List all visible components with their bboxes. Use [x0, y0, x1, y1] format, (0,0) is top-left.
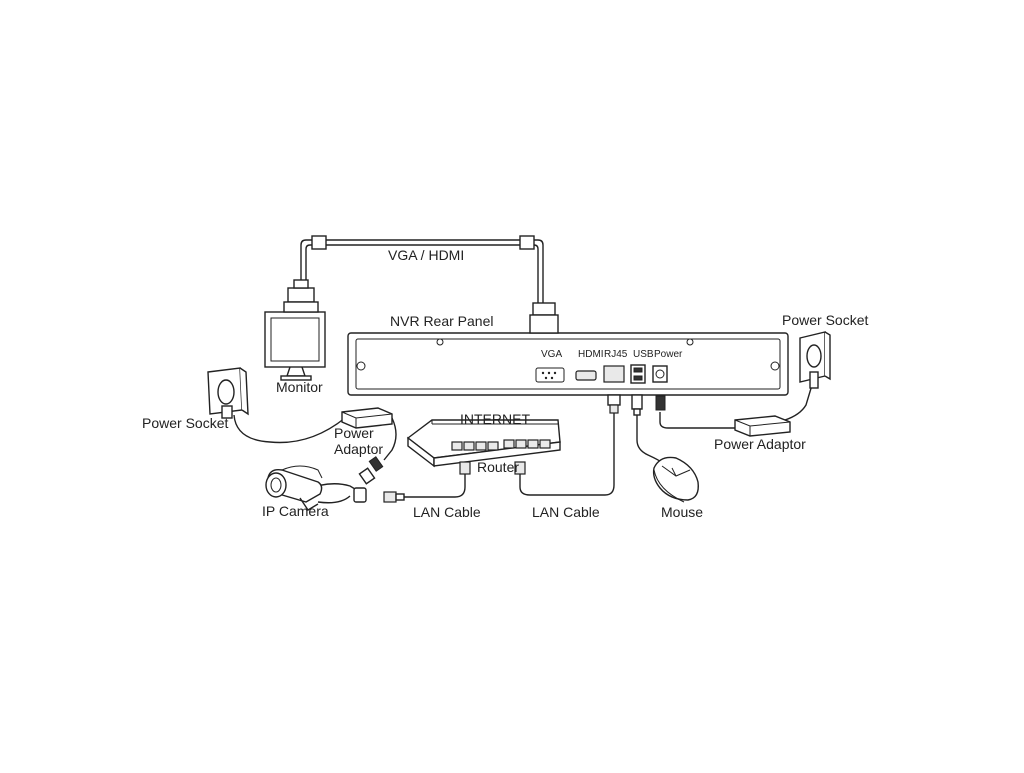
router: [406, 419, 561, 468]
mouse-label: Mouse: [661, 504, 703, 520]
ip-camera-label: IP Camera: [262, 503, 329, 519]
router-ports: [451, 439, 551, 451]
router-label: Router: [477, 459, 519, 475]
monitor: [264, 279, 326, 381]
power-adaptor-left: [341, 407, 393, 429]
lan-cable-2-line: [519, 410, 615, 496]
internet-label: INTERNET: [460, 411, 530, 427]
power-plug: [655, 395, 666, 411]
vga-hdmi-cable: [300, 235, 544, 305]
power-adaptor-right-label: Power Adaptor: [714, 436, 806, 452]
power-port: [652, 365, 668, 383]
lan-cable-2-label: LAN Cable: [532, 504, 600, 520]
router-lan-plug-2: [514, 461, 526, 475]
rj45-plug: [607, 394, 621, 414]
hdmi-port: [575, 370, 597, 381]
power-cable-left: [233, 414, 346, 444]
lan-cable-1-label: LAN Cable: [413, 504, 481, 520]
port-label-hdmi: HDMI: [578, 349, 604, 360]
rj45-port: [603, 365, 625, 383]
router-lan-plug-1: [459, 461, 471, 475]
power-adaptor-left-label-line1: Power: [334, 425, 374, 441]
lan-cable-1-line: [404, 472, 466, 498]
power-socket-left-label: Power Socket: [142, 415, 228, 431]
power-socket-right-label: Power Socket: [782, 312, 868, 328]
ip-camera: [265, 465, 323, 511]
port-label-power: Power: [654, 349, 683, 360]
nvr-unit: [347, 302, 789, 396]
vga-port: [535, 367, 565, 383]
power-cable-right: [659, 412, 735, 429]
camera-connector: [353, 456, 405, 503]
usb-ports: [630, 364, 646, 384]
vga-hdmi-label: VGA / HDMI: [388, 247, 464, 263]
power-adaptor-left-label: Power Adaptor: [334, 425, 383, 457]
port-label-rj45: RJ45: [604, 349, 628, 360]
usb-plug: [631, 394, 643, 416]
power-adaptor-right: [734, 415, 791, 437]
power-adaptor-left-label-line2: Adaptor: [334, 441, 383, 457]
power-socket-left: [207, 367, 249, 419]
adaptor-output-cable: [383, 417, 397, 461]
port-label-usb: USB: [633, 349, 654, 360]
power-socket-right: [799, 331, 831, 389]
monitor-label: Monitor: [276, 379, 323, 395]
port-label-vga: VGA: [541, 349, 562, 360]
nvr-rear-panel-label: NVR Rear Panel: [390, 313, 494, 329]
mouse: [652, 456, 699, 503]
